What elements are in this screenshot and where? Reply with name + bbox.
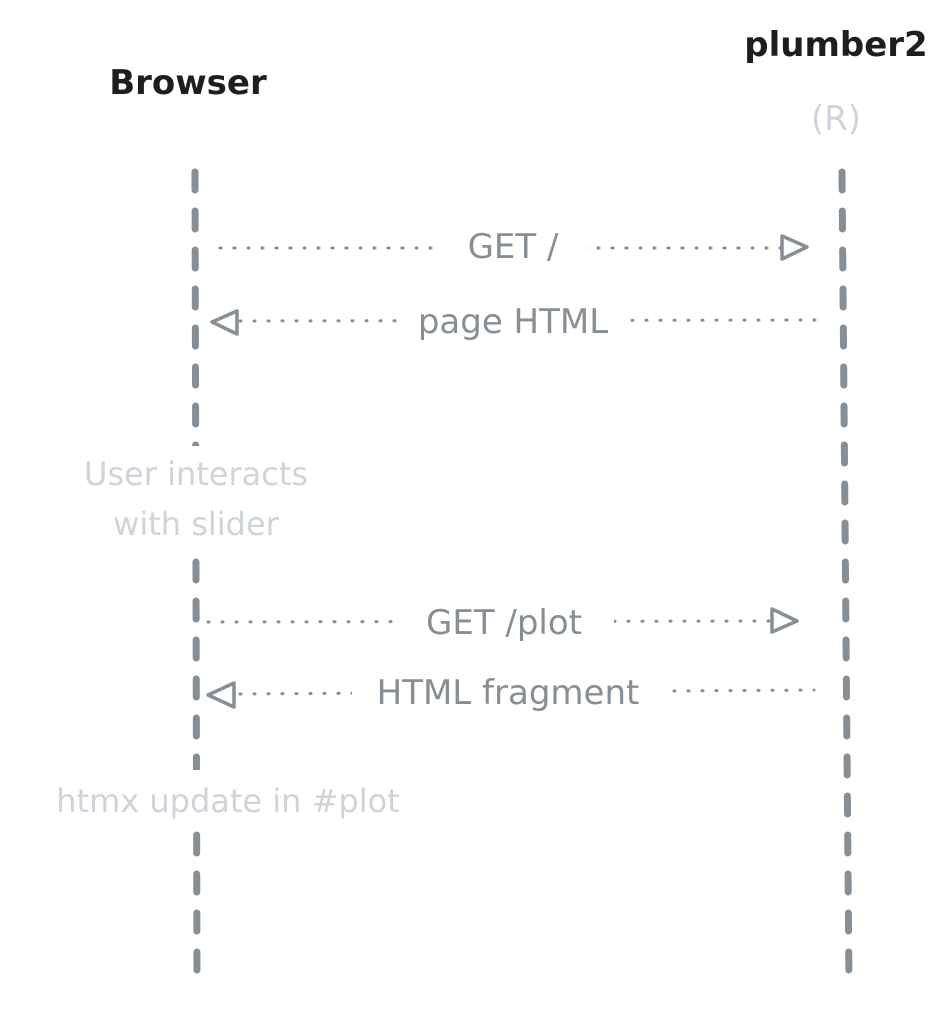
message-label: GET / (468, 227, 559, 267)
lifeline-browser (191, 168, 201, 989)
arrow-right-icon (780, 234, 809, 261)
actor-plumber2-subtitle: (R) (811, 99, 861, 139)
note-htmx-update: htmx update in #plot (56, 782, 400, 820)
note-user-interacts-line2: with slider (113, 505, 280, 543)
message-html-fragment: HTML fragment (206, 666, 816, 718)
note-user-interacts-line1: User interacts (84, 455, 308, 493)
arrow-left-icon (206, 681, 236, 709)
message-label: GET /plot (426, 603, 582, 643)
arrow-right-icon (770, 607, 799, 634)
message-label: page HTML (418, 302, 608, 342)
actor-plumber2-label: plumber2 (744, 25, 927, 65)
lifeline-plumber2 (838, 168, 853, 989)
actor-browser-label: Browser (109, 63, 267, 103)
message-page-html: page HTML (210, 296, 822, 346)
message-get-root: GET / (218, 222, 809, 270)
message-get-plot: GET /plot (206, 596, 799, 646)
arrow-left-icon (210, 309, 239, 336)
message-label: HTML fragment (377, 673, 640, 713)
